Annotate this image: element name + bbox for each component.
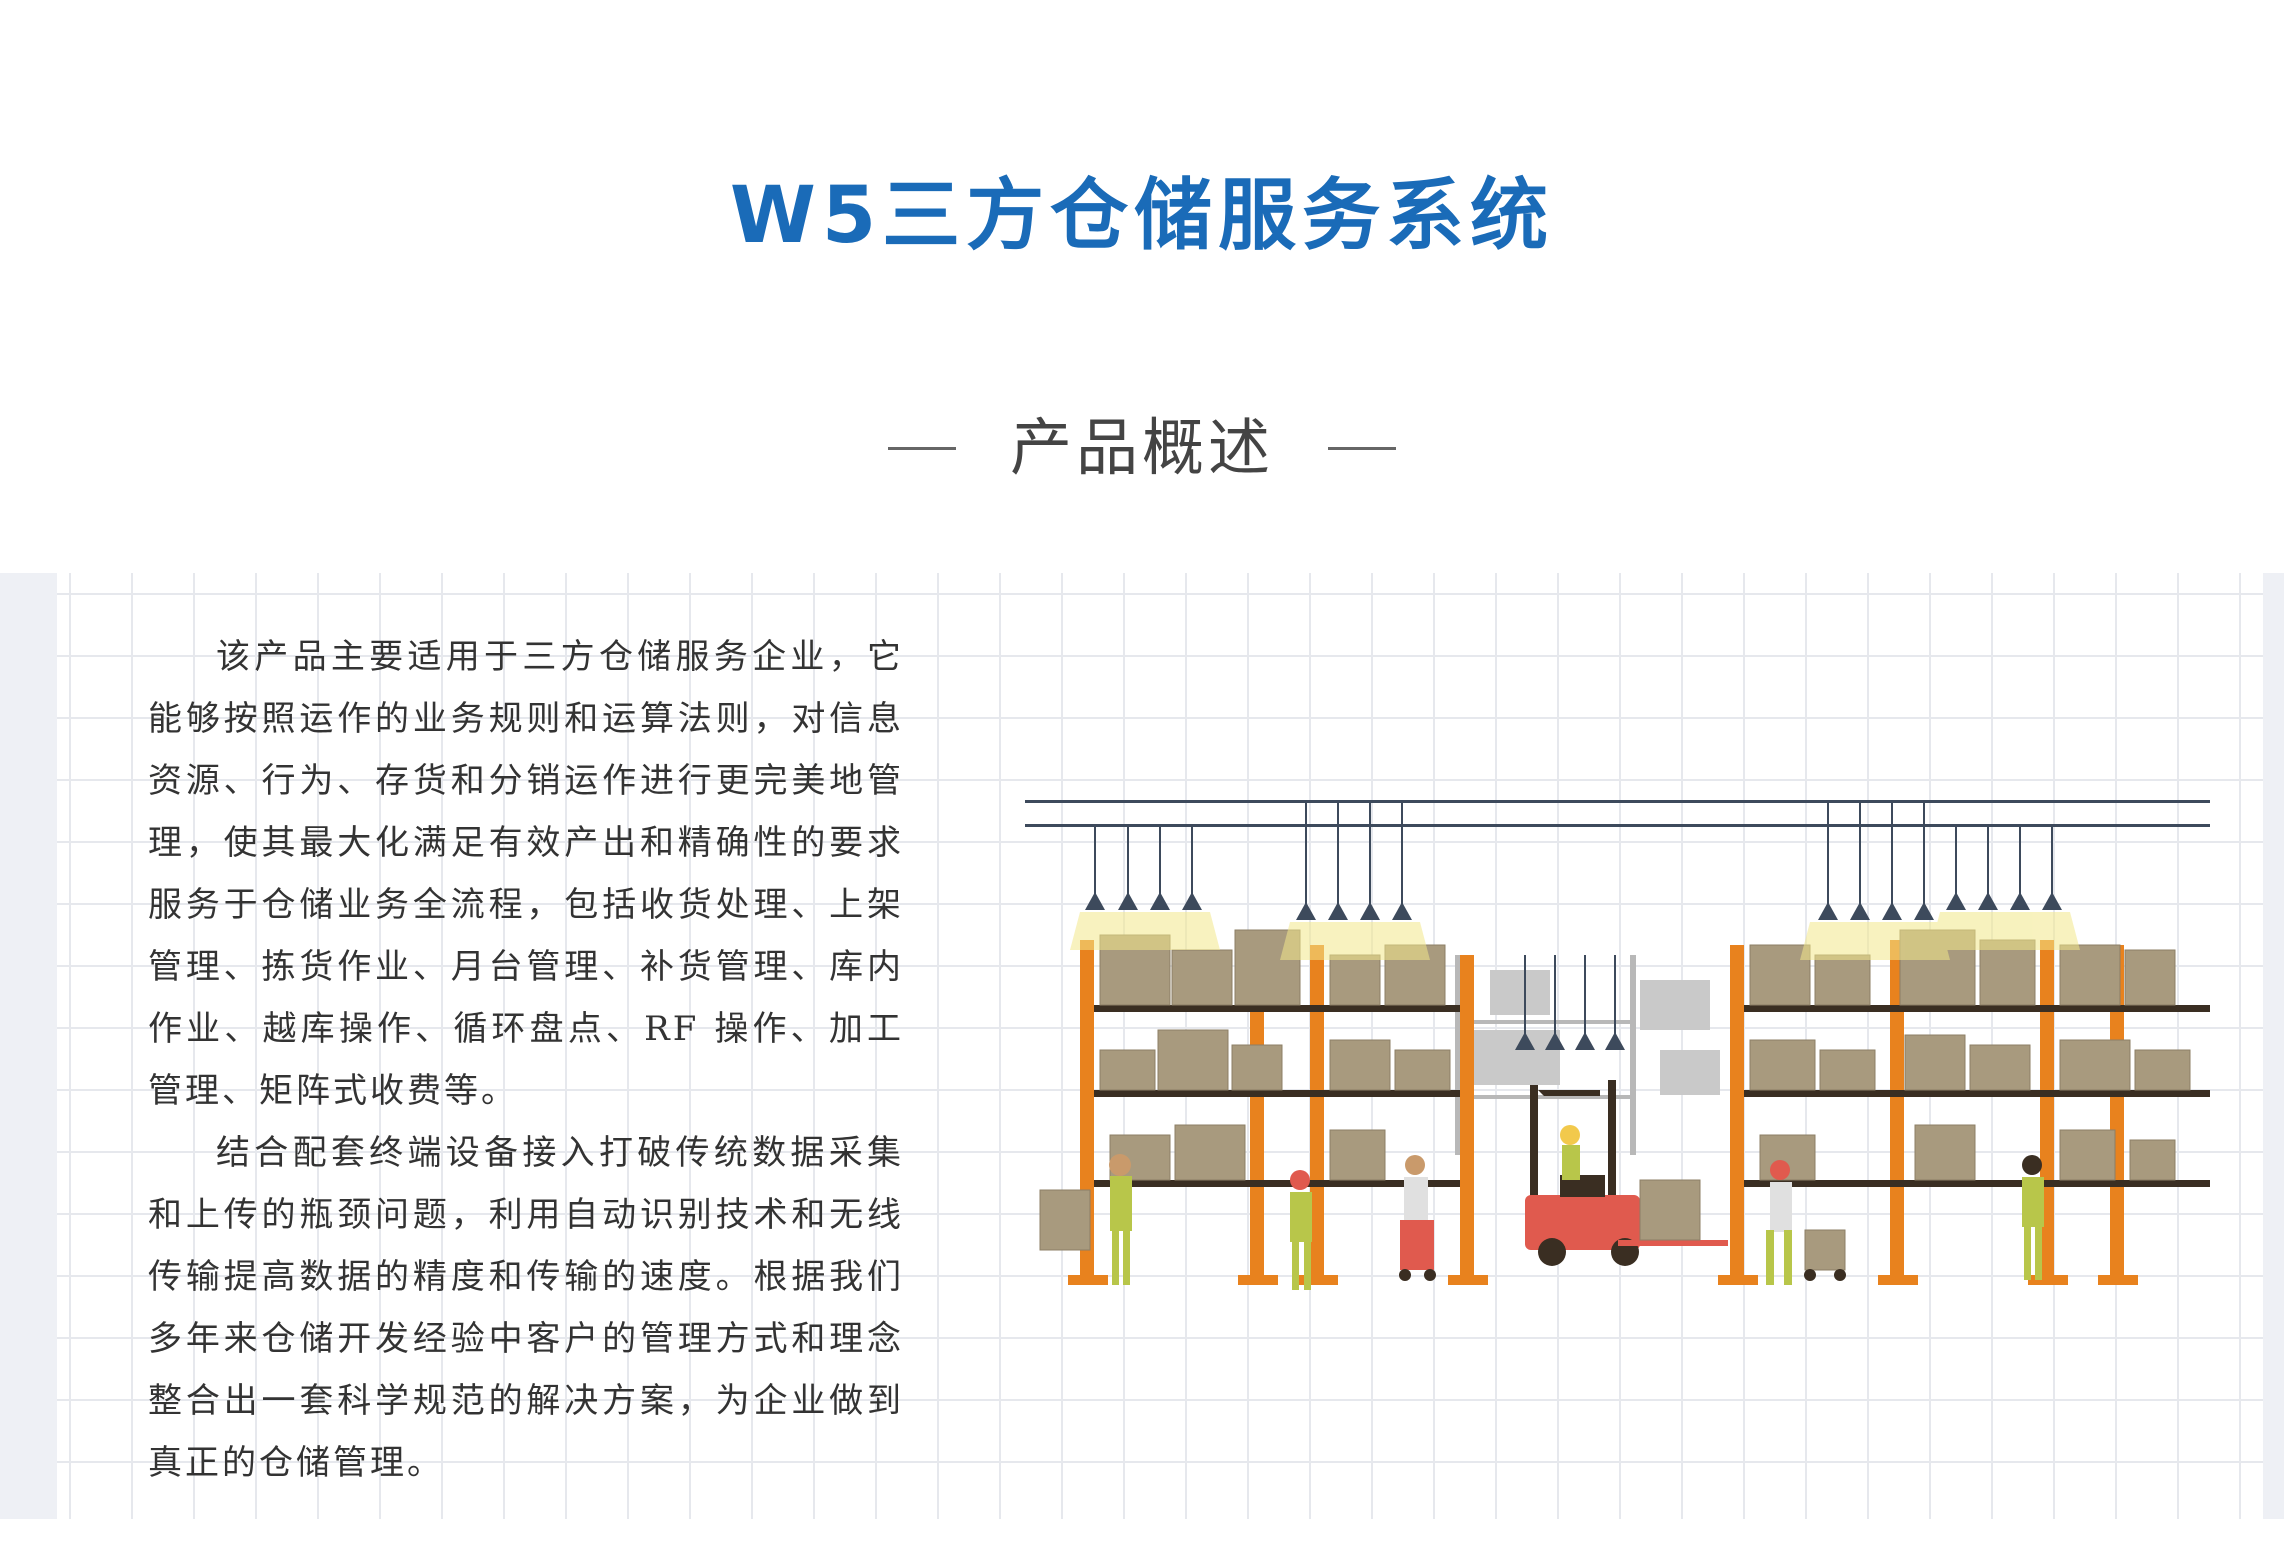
page-title: W5三方仓储服务系统 xyxy=(729,171,1555,261)
section-heading: 产品概述 xyxy=(0,408,2284,488)
section-heading-label: 产品概述 xyxy=(1009,411,1274,484)
heading-dash-right xyxy=(1328,446,1396,450)
description-paragraph: 结合配套终端设备接入打破传统数据采集和上传的瓶颈问题，利用自动识别技术和无线传输… xyxy=(148,1133,904,1483)
product-description: 该产品主要适用于三方仓储服务企业，它能够按照运作的业务规则和运算法则，对信息资源… xyxy=(148,626,904,1494)
description-paragraph: 该产品主要适用于三方仓储服务企业，它能够按照运作的业务规则和运算法则，对信息资源… xyxy=(148,637,904,1111)
heading-dash-left xyxy=(887,446,956,450)
warehouse-illustration-icon xyxy=(1025,800,2210,1290)
